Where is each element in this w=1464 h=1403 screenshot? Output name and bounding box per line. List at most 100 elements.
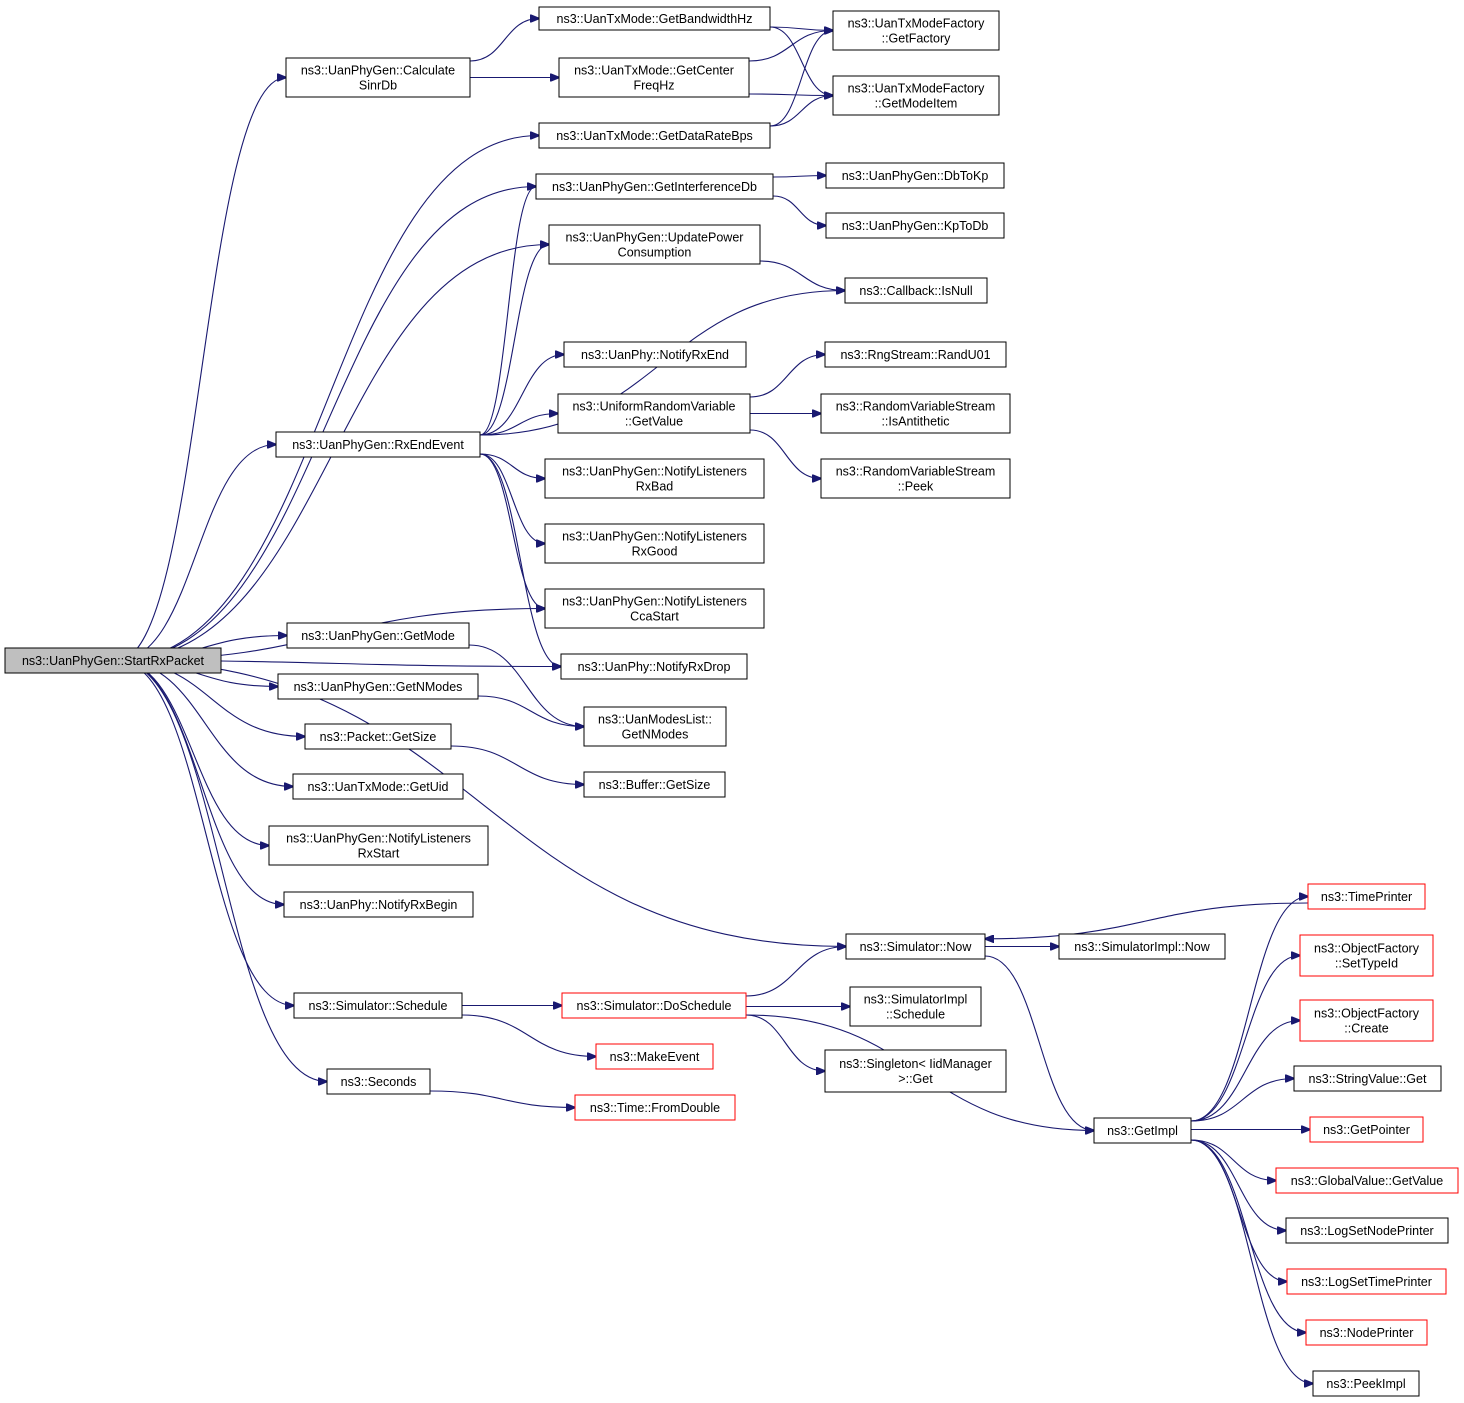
node-urvget-value[interactable]: ns3::UniformRandomVariable::GetValue: [557, 393, 751, 434]
node-buffer-get-size[interactable]: ns3::Buffer::GetSize: [583, 771, 726, 798]
node-box: [832, 75, 1000, 116]
edge-line: [745, 947, 846, 997]
edge-line: [479, 453, 561, 667]
edge-line: [479, 355, 564, 436]
edge-line: [772, 176, 826, 178]
node-time-printer[interactable]: ns3::TimePrinter: [1307, 883, 1426, 910]
node-db-to-kp[interactable]: ns3::UanPhyGen::DbToKp: [825, 162, 1005, 189]
node-get-nmodes[interactable]: ns3::UanPhyGen::GetNModes: [277, 673, 479, 700]
node-is-null[interactable]: ns3::Callback::IsNull: [844, 277, 988, 304]
node-box: [1286, 1268, 1447, 1295]
node-box: [1093, 1117, 1192, 1144]
node-label: ns3::UanTxMode::GetUid: [307, 780, 448, 794]
node-start-rx-packet[interactable]: ns3::UanPhyGen::StartRxPacket: [4, 647, 222, 674]
node-label: ns3::UanTxMode::GetCenter: [574, 64, 734, 78]
node-box: [832, 10, 1000, 51]
node-label: CcaStart: [630, 610, 679, 624]
node-get-interference-db[interactable]: ns3::UanPhyGen::GetInterferenceDb: [535, 173, 774, 200]
node-log-set-time-printer[interactable]: ns3::LogSetTimePrinter: [1286, 1268, 1447, 1295]
node-ofcreate[interactable]: ns3::ObjectFactory::Create: [1299, 999, 1434, 1042]
node-label: ns3::UanTxMode::GetDataRateBps: [556, 129, 753, 143]
edge-line: [117, 659, 293, 787]
edge-line: [749, 429, 821, 479]
node-string-value-get[interactable]: ns3::StringValue::Get: [1293, 1065, 1442, 1092]
node-singleton-get[interactable]: ns3::Singleton< IidManager>::Get: [824, 1049, 1007, 1093]
node-label: ns3::UanPhyGen::NotifyListeners: [562, 595, 747, 609]
edge-StartRxPacket-to-GetDataRateBps: [117, 136, 539, 662]
node-label: ::Peek: [898, 480, 934, 494]
node-label: ns3::UanModesList::: [598, 713, 712, 727]
node-make-event[interactable]: ns3::MakeEvent: [595, 1043, 714, 1070]
node-get-factory[interactable]: ns3::UanTxModeFactory::GetFactory: [832, 10, 1000, 51]
node-label: ns3::Buffer::GetSize: [599, 778, 711, 792]
node-sim-schedule[interactable]: ns3::Simulator::Schedule: [293, 992, 463, 1019]
node-box: [268, 825, 489, 866]
node-get-mode[interactable]: ns3::UanPhyGen::GetMode: [286, 622, 470, 649]
node-box: [560, 653, 748, 680]
edge-StartRxPacket-to-CalculateSinrDb: [117, 78, 286, 662]
node-get-bandwidth-hz[interactable]: ns3::UanTxMode::GetBandwidthHz: [538, 6, 771, 31]
edge-line: [479, 453, 545, 544]
node-get-impl[interactable]: ns3::GetImpl: [1093, 1117, 1192, 1144]
node-label: ns3::Simulator::Now: [860, 940, 973, 954]
node-peek-impl[interactable]: ns3::PeekImpl: [1312, 1370, 1420, 1397]
edge-line: [117, 659, 327, 1082]
node-get-data-rate-bps[interactable]: ns3::UanTxMode::GetDataRateBps: [538, 122, 771, 149]
node-box: [574, 1094, 736, 1121]
edge-line: [1190, 956, 1300, 1122]
node-label: ns3::Simulator::DoSchedule: [577, 999, 732, 1013]
node-label: ns3::Time::FromDouble: [590, 1101, 720, 1115]
node-sim-impl-now[interactable]: ns3::SimulatorImpl::Now: [1058, 933, 1226, 960]
node-box: [1312, 1370, 1420, 1397]
node-node-printer[interactable]: ns3::NodePrinter: [1305, 1319, 1428, 1346]
node-log-set-node-printer[interactable]: ns3::LogSetNodePrinter: [1285, 1217, 1449, 1244]
node-packet-get-size[interactable]: ns3::Packet::GetSize: [304, 723, 452, 750]
node-gvget-value[interactable]: ns3::GlobalValue::GetValue: [1275, 1167, 1459, 1194]
node-sim-impl-schedule[interactable]: ns3::SimulatorImpl::Schedule: [849, 986, 982, 1027]
node-get-pointer[interactable]: ns3::GetPointer: [1309, 1116, 1424, 1143]
edge-line: [429, 1090, 575, 1108]
node-from-double[interactable]: ns3::Time::FromDouble: [574, 1094, 736, 1121]
node-label: ::Create: [1344, 1022, 1389, 1036]
node-peek[interactable]: ns3::RandomVariableStream::Peek: [820, 458, 1011, 499]
node-label: ns3::UanPhyGen::KpToDb: [842, 219, 989, 233]
edge-GetCenterFreqHz-to-GetModeItem: [748, 94, 833, 96]
edge-GetImpl-to-PeekImpl: [1190, 1139, 1313, 1384]
edge-RxEndEvent-to-NLRxGood: [479, 453, 545, 544]
node-box: [845, 933, 986, 960]
node-box: [1309, 1116, 1424, 1143]
node-rand-u01[interactable]: ns3::RngStream::RandU01: [824, 341, 1007, 368]
node-kp-to-db[interactable]: ns3::UanPhyGen::KpToDb: [825, 212, 1005, 239]
node-set-type-id[interactable]: ns3::ObjectFactory::SetTypeId: [1299, 934, 1434, 977]
node-get-mode-item[interactable]: ns3::UanTxModeFactory::GetModeItem: [832, 75, 1000, 116]
node-box: [825, 212, 1005, 239]
node-seconds[interactable]: ns3::Seconds: [326, 1068, 431, 1095]
edge-line: [749, 355, 825, 398]
node-label: ns3::UanPhyGen::UpdatePower: [566, 231, 744, 245]
edge-SimNow-to-GetImpl: [984, 955, 1094, 1131]
edge-line: [1190, 1079, 1294, 1122]
node-rx-end-event[interactable]: ns3::UanPhyGen::RxEndEvent: [275, 431, 481, 458]
edge-line: [117, 659, 284, 905]
node-label: ns3::PeekImpl: [1326, 1377, 1405, 1391]
node-label: FreqHz: [634, 79, 675, 93]
node-get-uid[interactable]: ns3::UanTxMode::GetUid: [292, 773, 464, 800]
node-sim-now[interactable]: ns3::Simulator::Now: [845, 933, 986, 960]
node-do-schedule[interactable]: ns3::Simulator::DoSchedule: [561, 992, 747, 1019]
node-notify-rx-begin[interactable]: ns3::UanPhy::NotifyRxBegin: [283, 891, 474, 918]
node-notify-rx-end[interactable]: ns3::UanPhy::NotifyRxEnd: [563, 341, 747, 368]
node-is-antithetic[interactable]: ns3::RandomVariableStream::IsAntithetic: [820, 393, 1011, 434]
node-box: [535, 173, 774, 200]
node-modes-list-get-nmodes[interactable]: ns3::UanModesList::GetNModes: [583, 706, 727, 747]
node-notify-rx-drop[interactable]: ns3::UanPhy::NotifyRxDrop: [560, 653, 748, 680]
node-label: GetNModes: [622, 728, 689, 742]
node-box: [1299, 934, 1434, 977]
